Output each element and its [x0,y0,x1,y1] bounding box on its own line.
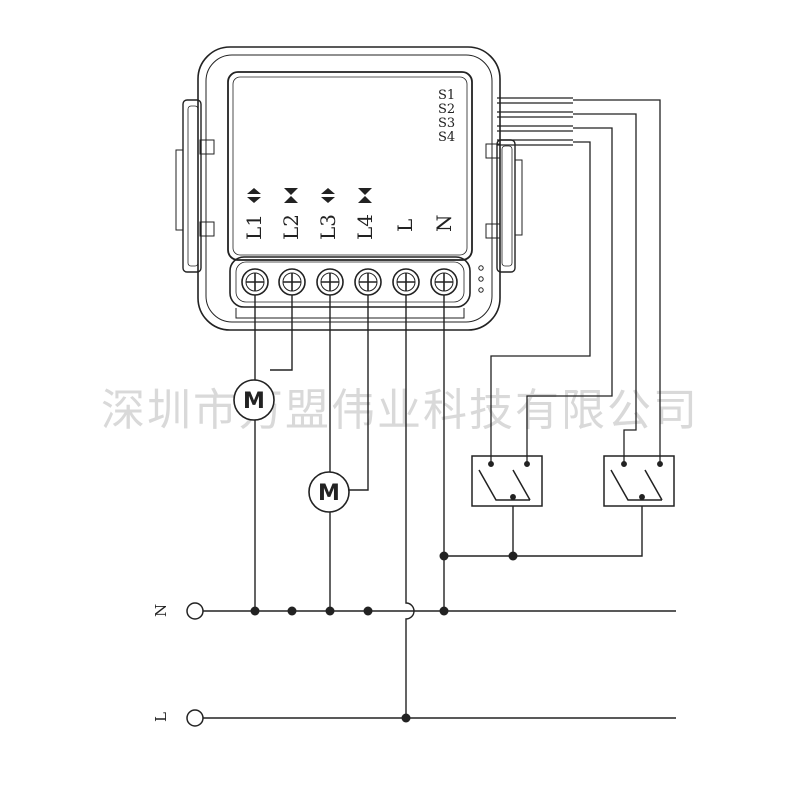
terminal-label-l3: L3 [316,214,340,240]
terminal-label-l1: L1 [242,214,266,240]
screw-icon [241,268,269,296]
label-s4: S4 [438,130,455,145]
mains-labels: N L [152,604,170,722]
updown-arrow-icon [321,188,335,194]
label-s3: S3 [438,116,455,131]
junction-dots [250,551,518,723]
left-mounting-clip [175,99,215,273]
screw-icon [430,268,458,296]
updown-arrow-icon [247,188,261,194]
wall-switch-1 [471,455,543,507]
updown-arrow-icon [247,197,261,203]
right-mounting-clip [485,139,523,273]
direction-symbols [247,188,372,203]
converge-arrow-icon [284,188,298,195]
label-s1: S1 [438,88,455,103]
watermark: 深圳市万盟伟业科技有限公司 [101,385,699,436]
screw-icon [278,268,306,296]
motor-1-label: M [243,389,265,414]
indicator-dots [478,265,484,293]
motor-1: M [233,379,275,421]
switch-input-labels: S1 S2 S3 S4 [438,88,455,145]
terminal-label-l2: L2 [279,214,303,240]
screw-icon [316,268,344,296]
terminal-screws [241,268,458,296]
mains-label-n: N [152,604,170,617]
terminal-label-l: L [393,219,417,232]
updown-arrow-icon [321,197,335,203]
converge-arrow-icon [358,188,372,195]
converge-arrow-icon [358,196,372,203]
terminal-labels: L1 L2 L3 L4 L N [242,214,456,240]
motor-2-label: M [318,481,340,506]
mains-terminals [186,602,204,727]
label-s2: S2 [438,102,455,117]
screw-icon [392,268,420,296]
screw-icon [354,268,382,296]
terminal-label-n: N [432,215,456,233]
relay-module [197,46,501,331]
converge-arrow-icon [284,196,298,203]
switch-input-wires [490,97,661,462]
terminal-label-l4: L4 [353,214,377,240]
mains-label-l: L [152,712,170,722]
wall-switch-2 [603,455,675,507]
motor-2: M [308,471,350,513]
